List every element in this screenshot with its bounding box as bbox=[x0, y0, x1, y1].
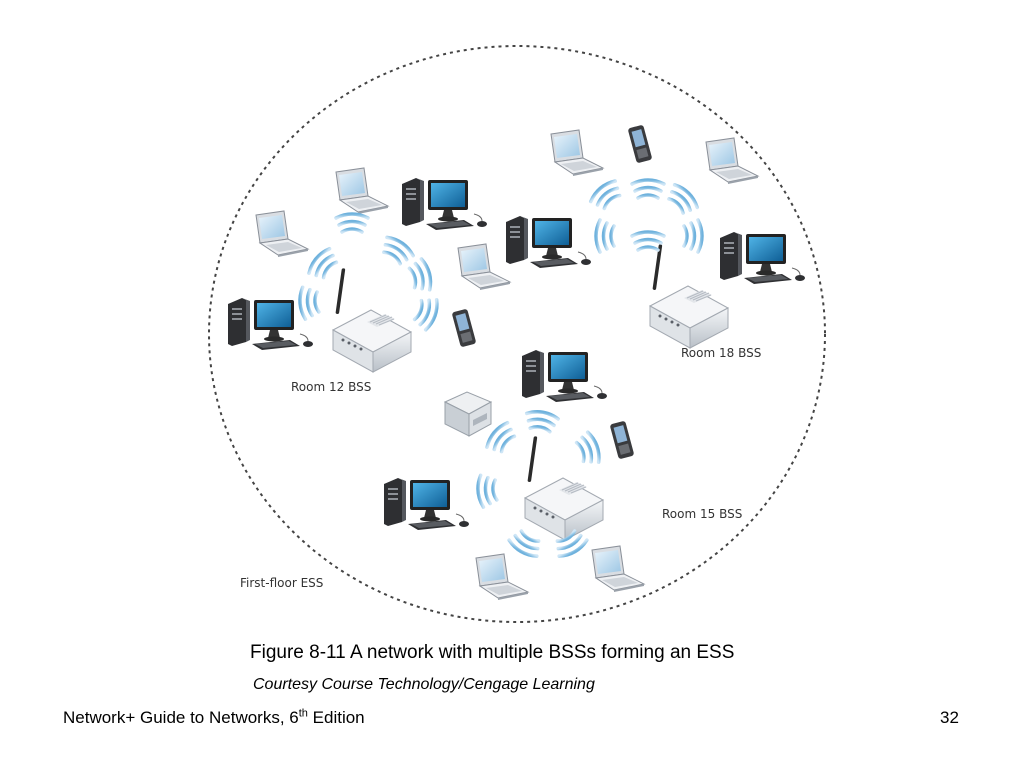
laptop-icon bbox=[705, 137, 759, 185]
figure-caption: Figure 8-11 A network with multiple BSSs… bbox=[250, 642, 735, 663]
access-point-icon bbox=[649, 243, 729, 349]
handheld-device-icon bbox=[451, 308, 477, 348]
laptop-icon bbox=[475, 553, 529, 601]
bss-room12: Room 12 BSS bbox=[227, 167, 511, 394]
bss-room18: Room 18 BSS bbox=[505, 124, 806, 360]
footer-title-suffix: Edition bbox=[307, 708, 365, 727]
laptop-icon bbox=[255, 210, 309, 258]
desktop-computer-icon bbox=[521, 349, 608, 403]
handheld-device-icon bbox=[609, 420, 635, 460]
ess-label: First-floor ESS bbox=[240, 576, 323, 590]
room12-bss-label: Room 12 BSS bbox=[291, 380, 371, 394]
room15-bss-label: Room 15 BSS bbox=[662, 507, 742, 521]
figure-credit: Courtesy Course Technology/Cengage Learn… bbox=[253, 676, 595, 693]
access-point-icon bbox=[332, 267, 412, 373]
laptop-icon bbox=[591, 545, 645, 593]
page-number: 32 bbox=[940, 708, 959, 727]
desktop-computer-icon bbox=[383, 477, 470, 531]
network-diagram: Room 12 BSS Room 18 BSS bbox=[208, 45, 826, 623]
ess-boundary bbox=[208, 45, 826, 623]
laptop-icon bbox=[550, 129, 604, 177]
printer-icon bbox=[444, 391, 492, 437]
desktop-computer-icon bbox=[505, 215, 592, 269]
room18-bss-label: Room 18 BSS bbox=[681, 346, 761, 360]
bss-room15: Room 15 BSS bbox=[383, 349, 742, 601]
desktop-computer-icon bbox=[719, 231, 806, 285]
laptop-icon bbox=[457, 243, 511, 291]
footer-title-prefix: Network+ Guide to Networks, 6 bbox=[63, 708, 299, 727]
footer-title-sup: th bbox=[298, 707, 308, 720]
footer-title: Network+ Guide to Networks, 6th Edition bbox=[63, 708, 365, 728]
signal-waves bbox=[474, 407, 605, 562]
laptop-icon bbox=[335, 167, 389, 215]
handheld-device-icon bbox=[627, 124, 653, 164]
signal-waves bbox=[586, 176, 704, 254]
desktop-computer-icon bbox=[401, 177, 488, 231]
